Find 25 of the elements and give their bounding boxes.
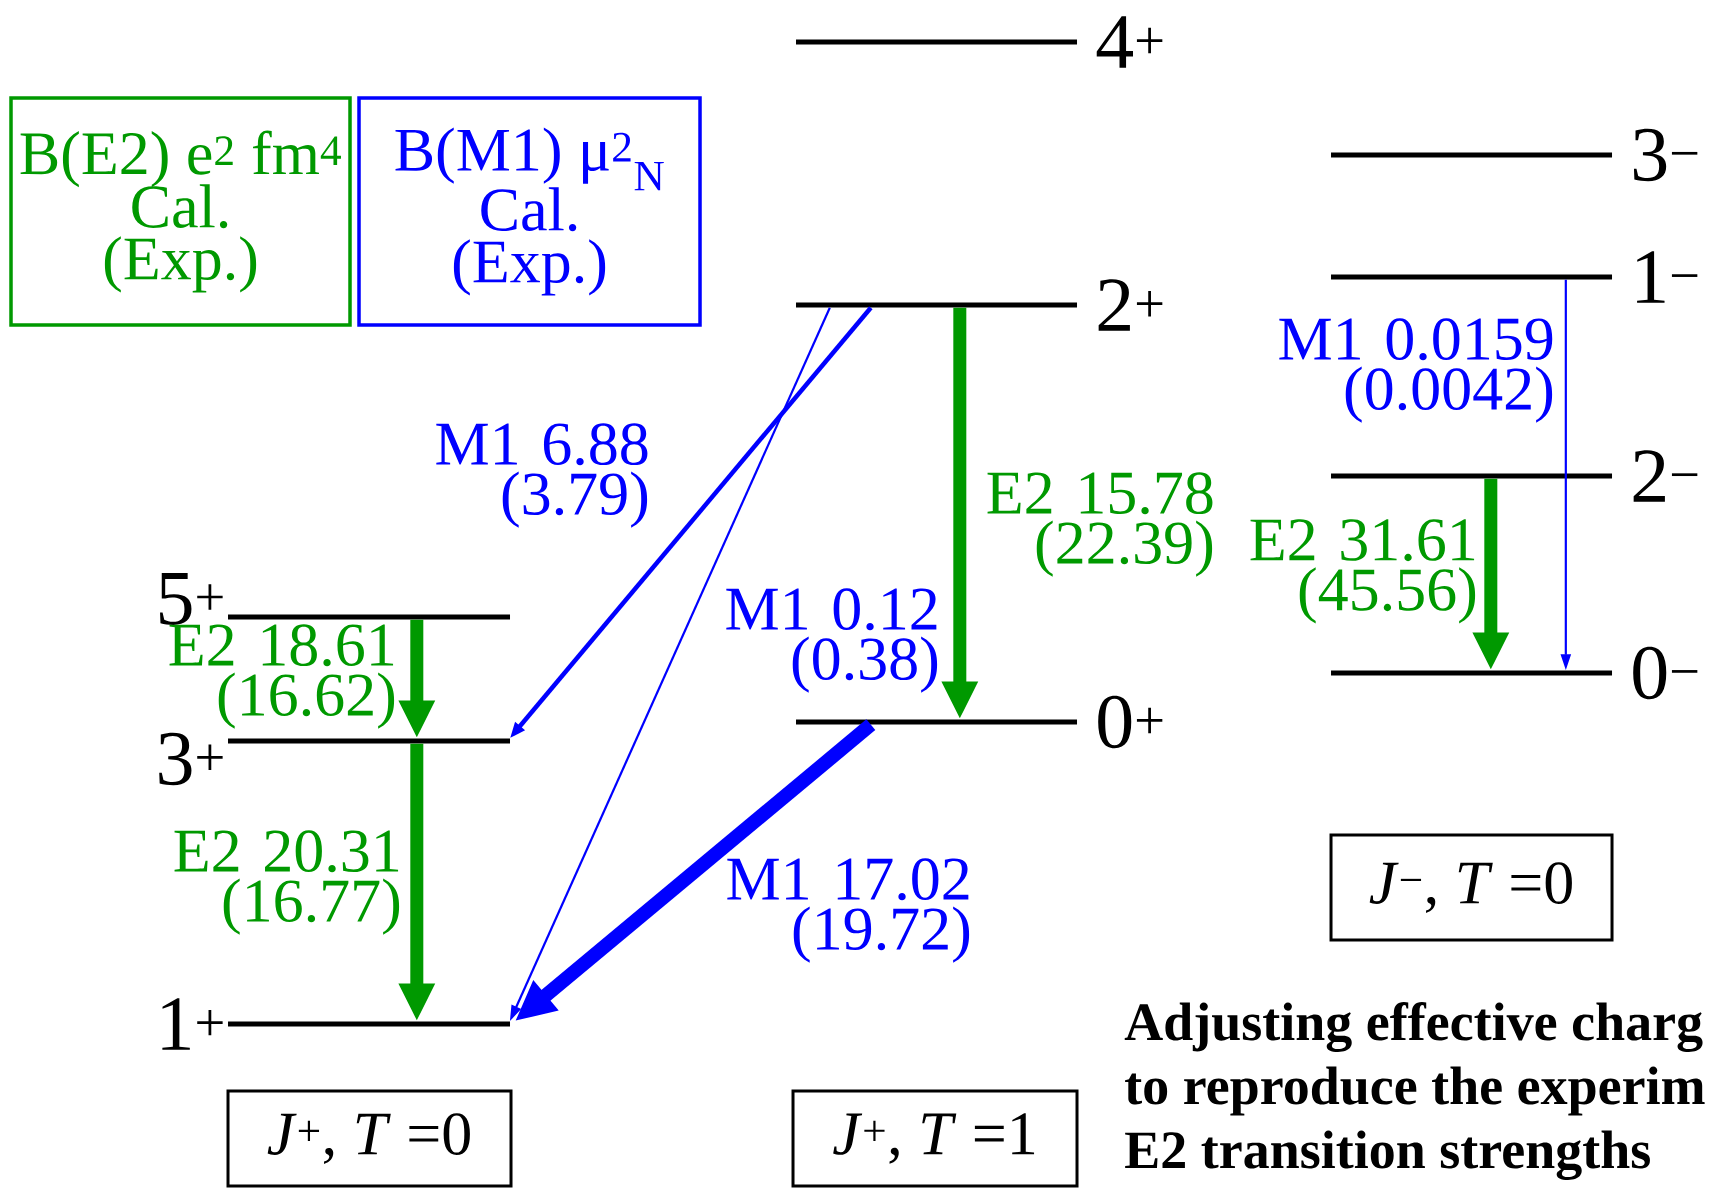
note-text: to reproduce the experim — [1125, 1066, 1705, 1116]
transition-label: M1 17.02 (19.72) — [727, 858, 970, 963]
transition-label: M1 0.0159 (0.0042) — [1279, 318, 1553, 423]
transition-label: M1 6.88 (3.79) — [436, 423, 648, 528]
level-label: 2$^{−}$ — [1633, 450, 1698, 502]
level-label: 3$^{+}$ — [159, 732, 223, 786]
transition-label: E2 31.61 (45.56) — [1250, 519, 1476, 624]
level-label: 1$^{+}$ — [162, 998, 223, 1050]
level-label: 0$^{−}$ — [1633, 646, 1698, 700]
key-box: B(M1) μ$^{2}$N Cal. (Exp.) — [357, 96, 702, 327]
level-label: 3$^{−}$ — [1633, 128, 1698, 182]
transition-label: E2 18.61 (16.62) — [169, 624, 395, 729]
transition-label: M1 0.12 (0.38) — [726, 588, 938, 693]
level-label: 2$^{+}$ — [1098, 279, 1163, 331]
level-label: 4$^{+}$ — [1096, 16, 1163, 68]
note-text: Adjusting effective charg — [1124, 1002, 1703, 1052]
key-box: B(E2) e$^{2}$ fm$^{4}$ Cal. (Exp.) — [9, 96, 352, 327]
label-box: J$^{+}$, T =1 — [791, 1089, 1079, 1188]
label-box: J$^{−}$, T =0 — [1329, 833, 1614, 942]
transition-label: E2 15.78 (22.39) — [987, 472, 1213, 577]
transition-label: E2 20.31 (16.77) — [174, 830, 400, 935]
label-box: J$^{+}$, T =0 — [226, 1089, 513, 1188]
level-label: 1$^{−}$ — [1637, 251, 1698, 303]
level-label: 5$^{+}$ — [160, 573, 223, 625]
level-label: 0$^{+}$ — [1098, 695, 1163, 749]
